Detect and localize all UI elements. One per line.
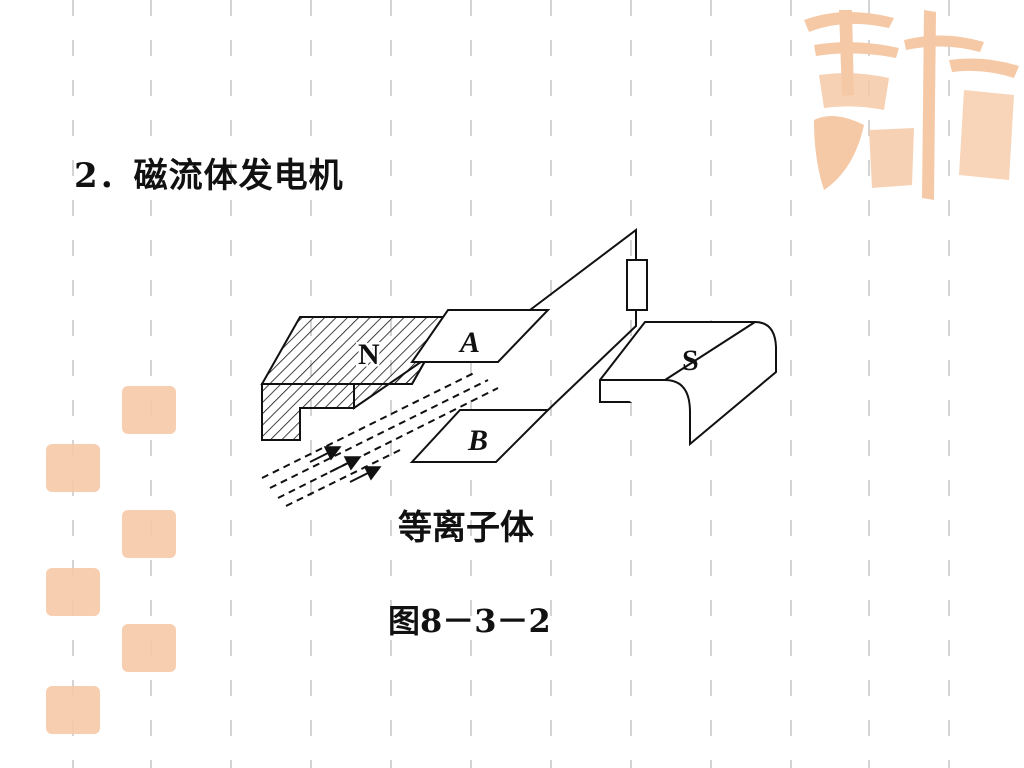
plate-b-label: B	[467, 424, 488, 457]
section-heading: 2．磁流体发电机	[74, 156, 344, 196]
seal-decoration-large	[804, 10, 1019, 200]
plate-b	[409, 409, 551, 463]
plasma-caption: 等离子体	[398, 508, 534, 548]
south-magnet	[599, 321, 777, 447]
plasma-arrows	[309, 446, 382, 483]
external-circuit	[529, 227, 648, 411]
plate-a-label: A	[458, 326, 480, 359]
north-label: N	[358, 338, 380, 371]
seal-decoration	[122, 624, 176, 672]
seal-decoration	[46, 444, 100, 492]
north-magnet	[260, 313, 452, 441]
seal-decoration	[122, 386, 176, 434]
seal-decoration	[46, 568, 100, 616]
figure-caption: 图8－3－2	[388, 602, 551, 640]
south-label: S	[682, 344, 699, 377]
seal-decoration	[46, 686, 100, 734]
plasma-stream	[261, 371, 499, 507]
mhd-generator-diagram: N A B S	[260, 227, 777, 507]
resistor	[626, 259, 648, 311]
seal-decoration	[122, 510, 176, 558]
plate-a	[410, 309, 551, 363]
